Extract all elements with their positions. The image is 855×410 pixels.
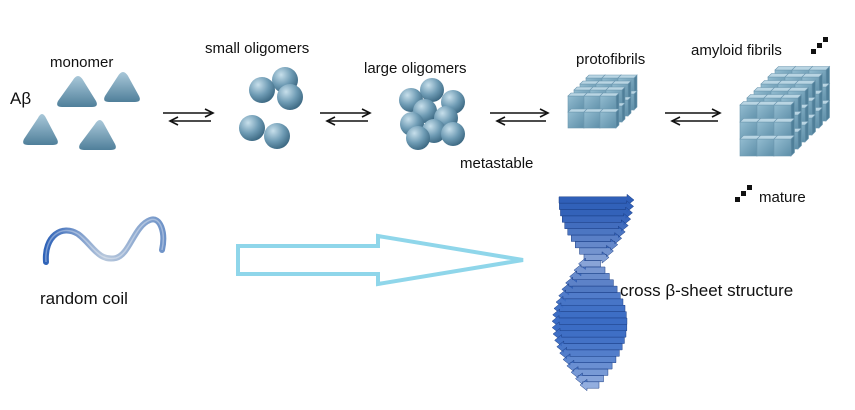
protofibrils	[567, 74, 638, 129]
equilibrium-arrow-4	[665, 108, 722, 126]
amyloid-fibrils	[739, 65, 831, 157]
equilibrium-arrow-2	[320, 108, 372, 126]
equilibrium-arrow-3	[490, 108, 550, 126]
equilibrium-arrow-1	[163, 108, 215, 126]
small-oligomers-label: small oligomers	[205, 40, 310, 57]
transition-arrow	[236, 233, 524, 287]
cross-beta-sheet-helix	[551, 193, 635, 392]
large-oligomers-label: large oligomers	[364, 60, 467, 77]
protofibrils-label: protofibrils	[576, 51, 646, 68]
random-coil-ribbon	[42, 216, 167, 265]
abeta-label: Aβ	[10, 89, 32, 108]
small-oligomers	[239, 67, 303, 149]
fibril-marker-top	[811, 37, 828, 54]
mature-label: mature	[759, 189, 806, 206]
monomer-triangles	[23, 72, 140, 150]
random-coil-label: random coil	[40, 289, 128, 308]
amyloid-fibrils-label: amyloid fibrils	[691, 42, 782, 59]
metastable-label: metastable	[460, 155, 534, 172]
monomer-label: monomer	[50, 54, 114, 71]
large-oligomers	[399, 78, 465, 150]
fibril-marker-bottom	[735, 185, 752, 202]
cross-beta-sheet-label: cross β-sheet structure	[620, 281, 794, 300]
